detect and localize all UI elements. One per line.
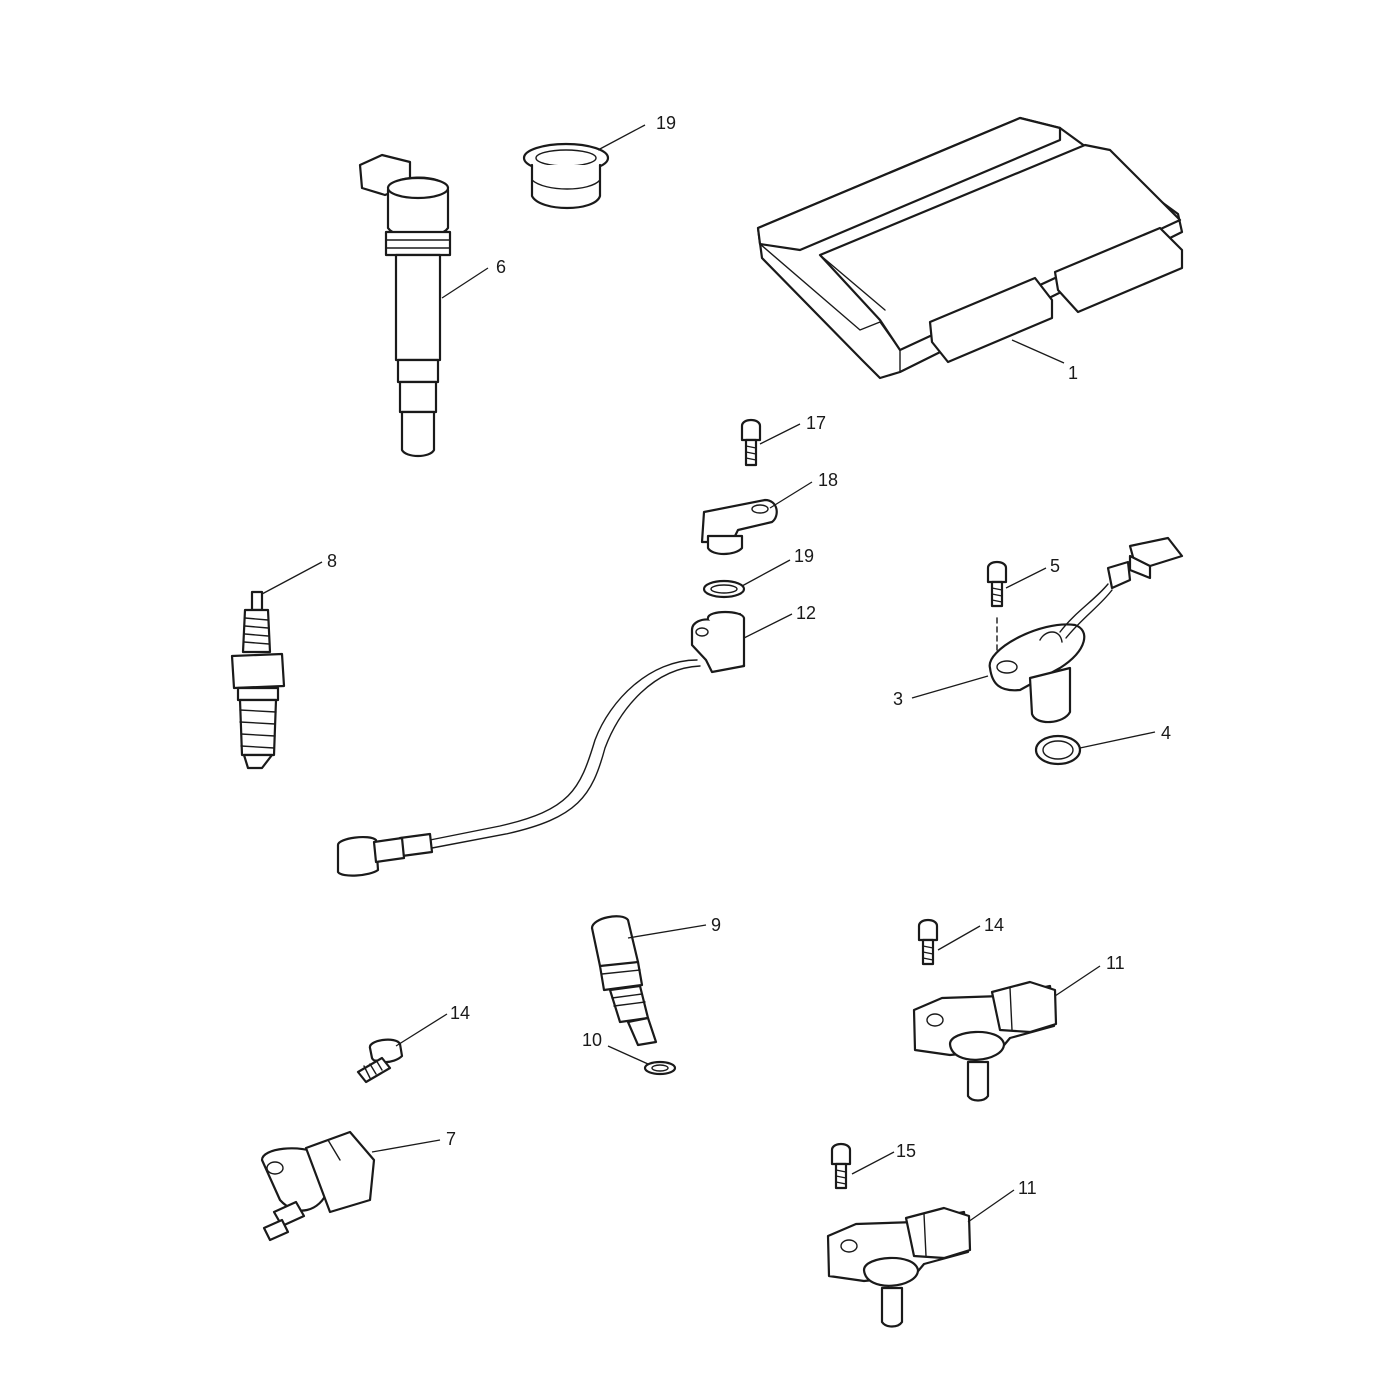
callout-19: 19: [794, 546, 814, 566]
callout-8: 8: [327, 551, 337, 571]
sensor-bracket: [700, 498, 778, 556]
screw-13: [740, 418, 762, 467]
ignition-coil: [358, 153, 452, 458]
callout-7: 7: [446, 1129, 456, 1149]
callout-10: 10: [582, 1030, 602, 1050]
callout-11-upper: 11: [1106, 953, 1125, 973]
callout-5: 5: [1050, 556, 1060, 576]
grommet: [522, 142, 610, 210]
o-ring-4: [1034, 734, 1082, 766]
callout-4: 4: [1161, 723, 1171, 743]
callout-6: 6: [496, 257, 506, 277]
screw-14-left: [356, 1038, 404, 1084]
callout-3: 3: [893, 689, 903, 709]
speed-sensor: [988, 536, 1184, 724]
callout-1: 1: [1068, 363, 1078, 383]
screw-17: [830, 1142, 852, 1190]
temperature-sensor: [590, 915, 658, 1047]
callout-15: 19: [656, 113, 676, 133]
sealing-washer: [643, 1060, 677, 1076]
callout-13: 17: [806, 413, 826, 433]
map-sensor-lower: [826, 1206, 972, 1328]
callout-17: 15: [896, 1141, 916, 1161]
callout-14-right: 14: [984, 915, 1004, 935]
callout-14-left: 14: [450, 1003, 470, 1023]
callout-12: 12: [796, 603, 816, 623]
leader-lines: [261, 124, 1156, 1223]
callout-numbers: 19 6 1 17 18 19 12 8 5 3 4 9 10 14 11 14…: [327, 113, 1171, 1198]
callout-9: 9: [711, 915, 721, 935]
pressure-sensor: [260, 1130, 376, 1242]
screw-5: [986, 560, 1008, 651]
callout-18: 18: [818, 470, 838, 490]
callout-11-lower: 11: [1018, 1178, 1037, 1198]
screw-14-right: [917, 918, 939, 966]
ecu-module: [756, 116, 1184, 380]
crank-sensor-harness: [336, 610, 746, 877]
o-ring-19: [702, 579, 746, 599]
map-sensor-upper: [912, 980, 1058, 1102]
spark-plug: [230, 590, 286, 770]
